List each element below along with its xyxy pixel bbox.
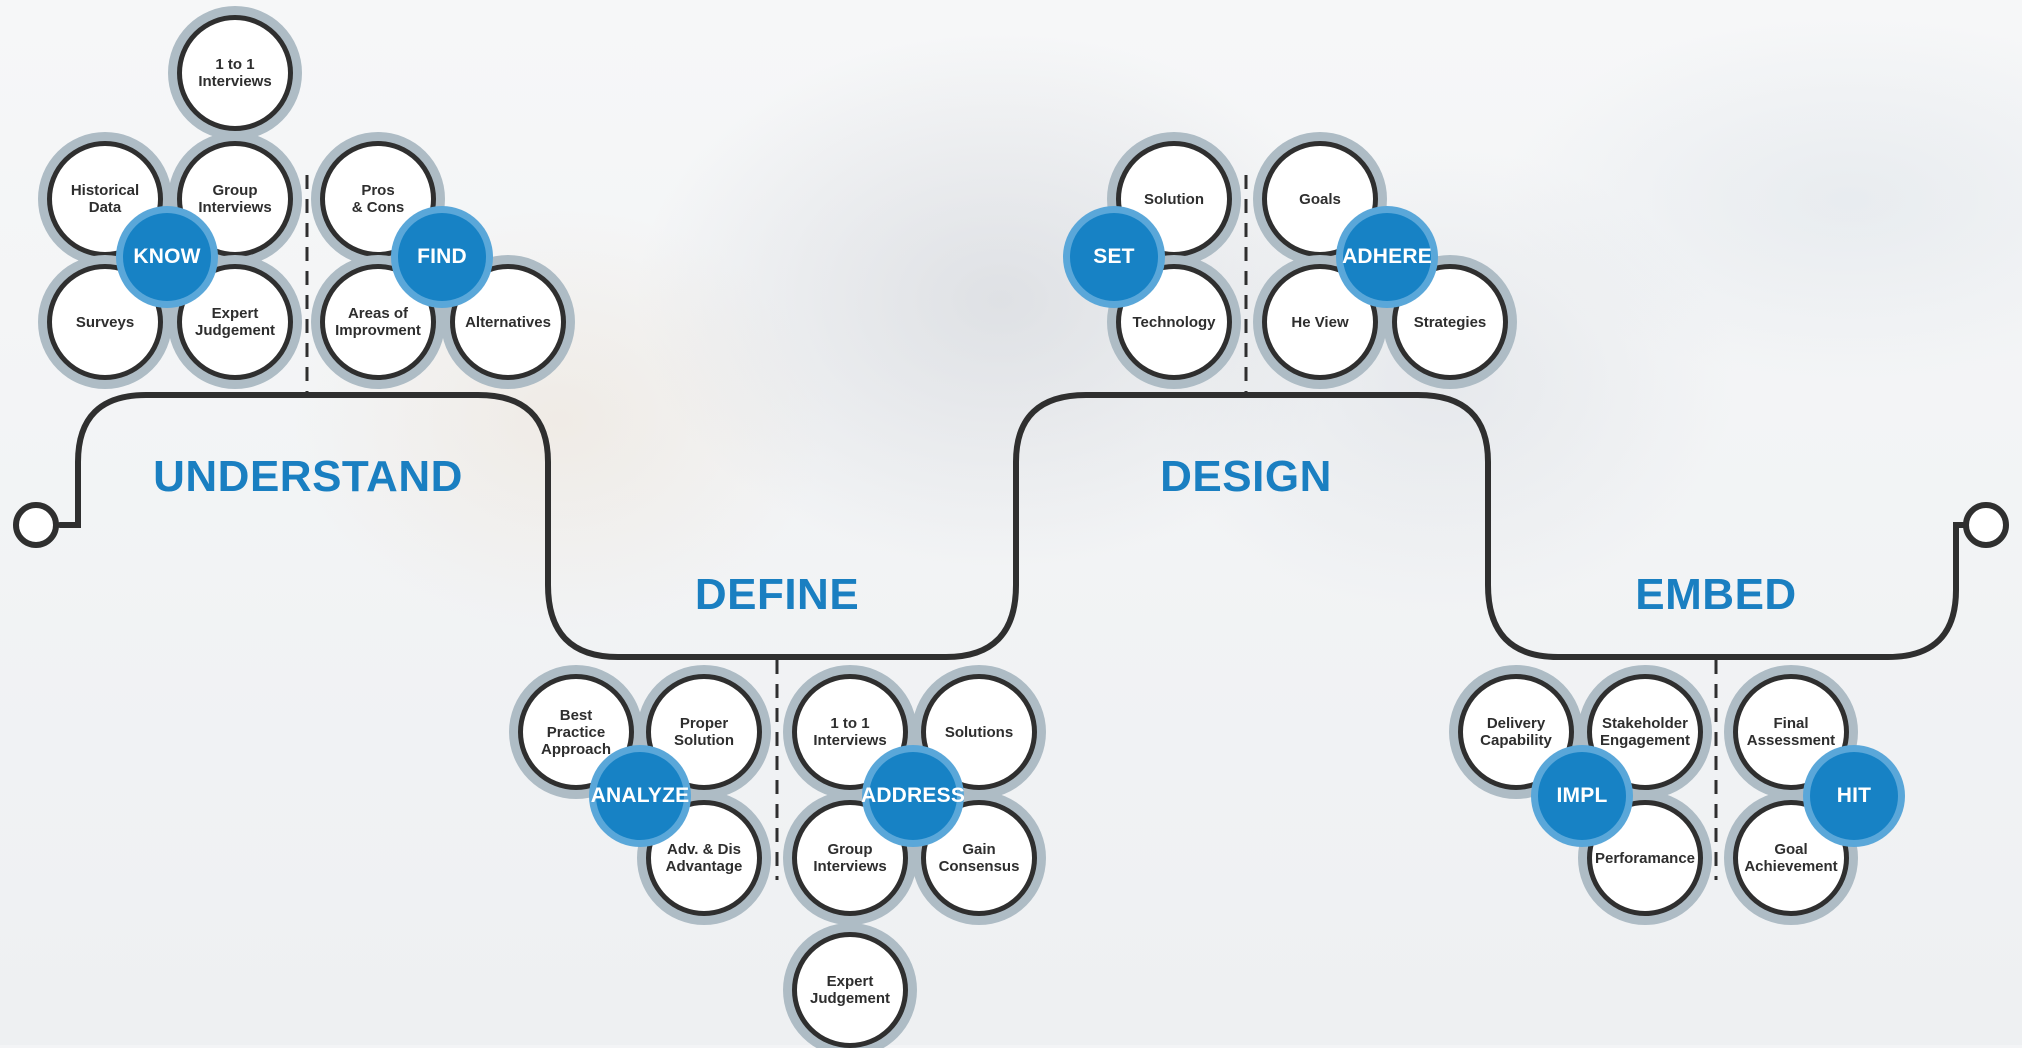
- hub-analyze: ANALYZE: [591, 752, 689, 840]
- hub-impl: IMPL: [1538, 752, 1626, 840]
- path-start-node: [13, 502, 59, 548]
- hub-set: SET: [1070, 213, 1158, 301]
- path-end-node: [1963, 502, 2009, 548]
- phase-understand-label: UNDERSTAND: [153, 452, 463, 501]
- node-1-to-1-interviews: 1 to 1 Interviews: [177, 15, 293, 131]
- phase-design-label: DESIGN: [1160, 452, 1332, 501]
- path-line: [57, 392, 1970, 660]
- phase-embed-label: EMBED: [1635, 570, 1797, 619]
- node-expert-judgement-define: Expert Judgement: [792, 932, 908, 1048]
- hub-find: FIND: [398, 213, 486, 301]
- hub-know: KNOW: [123, 213, 211, 301]
- phase-define-label: DEFINE: [694, 570, 860, 619]
- node-goal-achievement: Goal Achievement: [1733, 800, 1849, 916]
- hub-address: ADDRESS: [861, 752, 965, 840]
- hub-hit: HIT: [1810, 752, 1898, 840]
- hub-adhere: ADHERE: [1342, 213, 1432, 301]
- node-proper-solution: Proper Solution: [646, 674, 762, 790]
